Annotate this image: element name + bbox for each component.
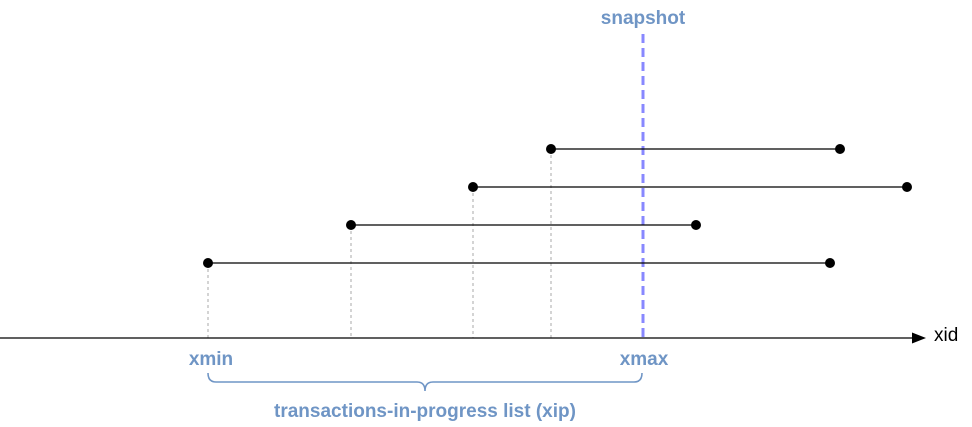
xmin-label: xmin [189, 349, 233, 370]
xip-label: transactions-in-progress list (xip) [274, 401, 576, 422]
transaction-1-end-dot [825, 258, 835, 268]
transaction-3-start-dot [468, 182, 478, 192]
transaction-1-start-dot [203, 258, 213, 268]
xip-brace [207, 372, 643, 392]
transaction-3-end-dot [902, 182, 912, 192]
transaction-4-end-dot [835, 144, 845, 154]
xmax-label: xmax [620, 349, 669, 370]
transaction-bars [203, 144, 912, 268]
xid-axis-label: xid [934, 325, 958, 346]
snapshot-label: snapshot [601, 8, 686, 29]
guide-lines [207, 149, 552, 338]
transaction-2-start-dot [346, 220, 356, 230]
transaction-4-start-dot [546, 144, 556, 154]
xid-axis-arrowhead [912, 332, 926, 344]
transaction-2-end-dot [691, 220, 701, 230]
